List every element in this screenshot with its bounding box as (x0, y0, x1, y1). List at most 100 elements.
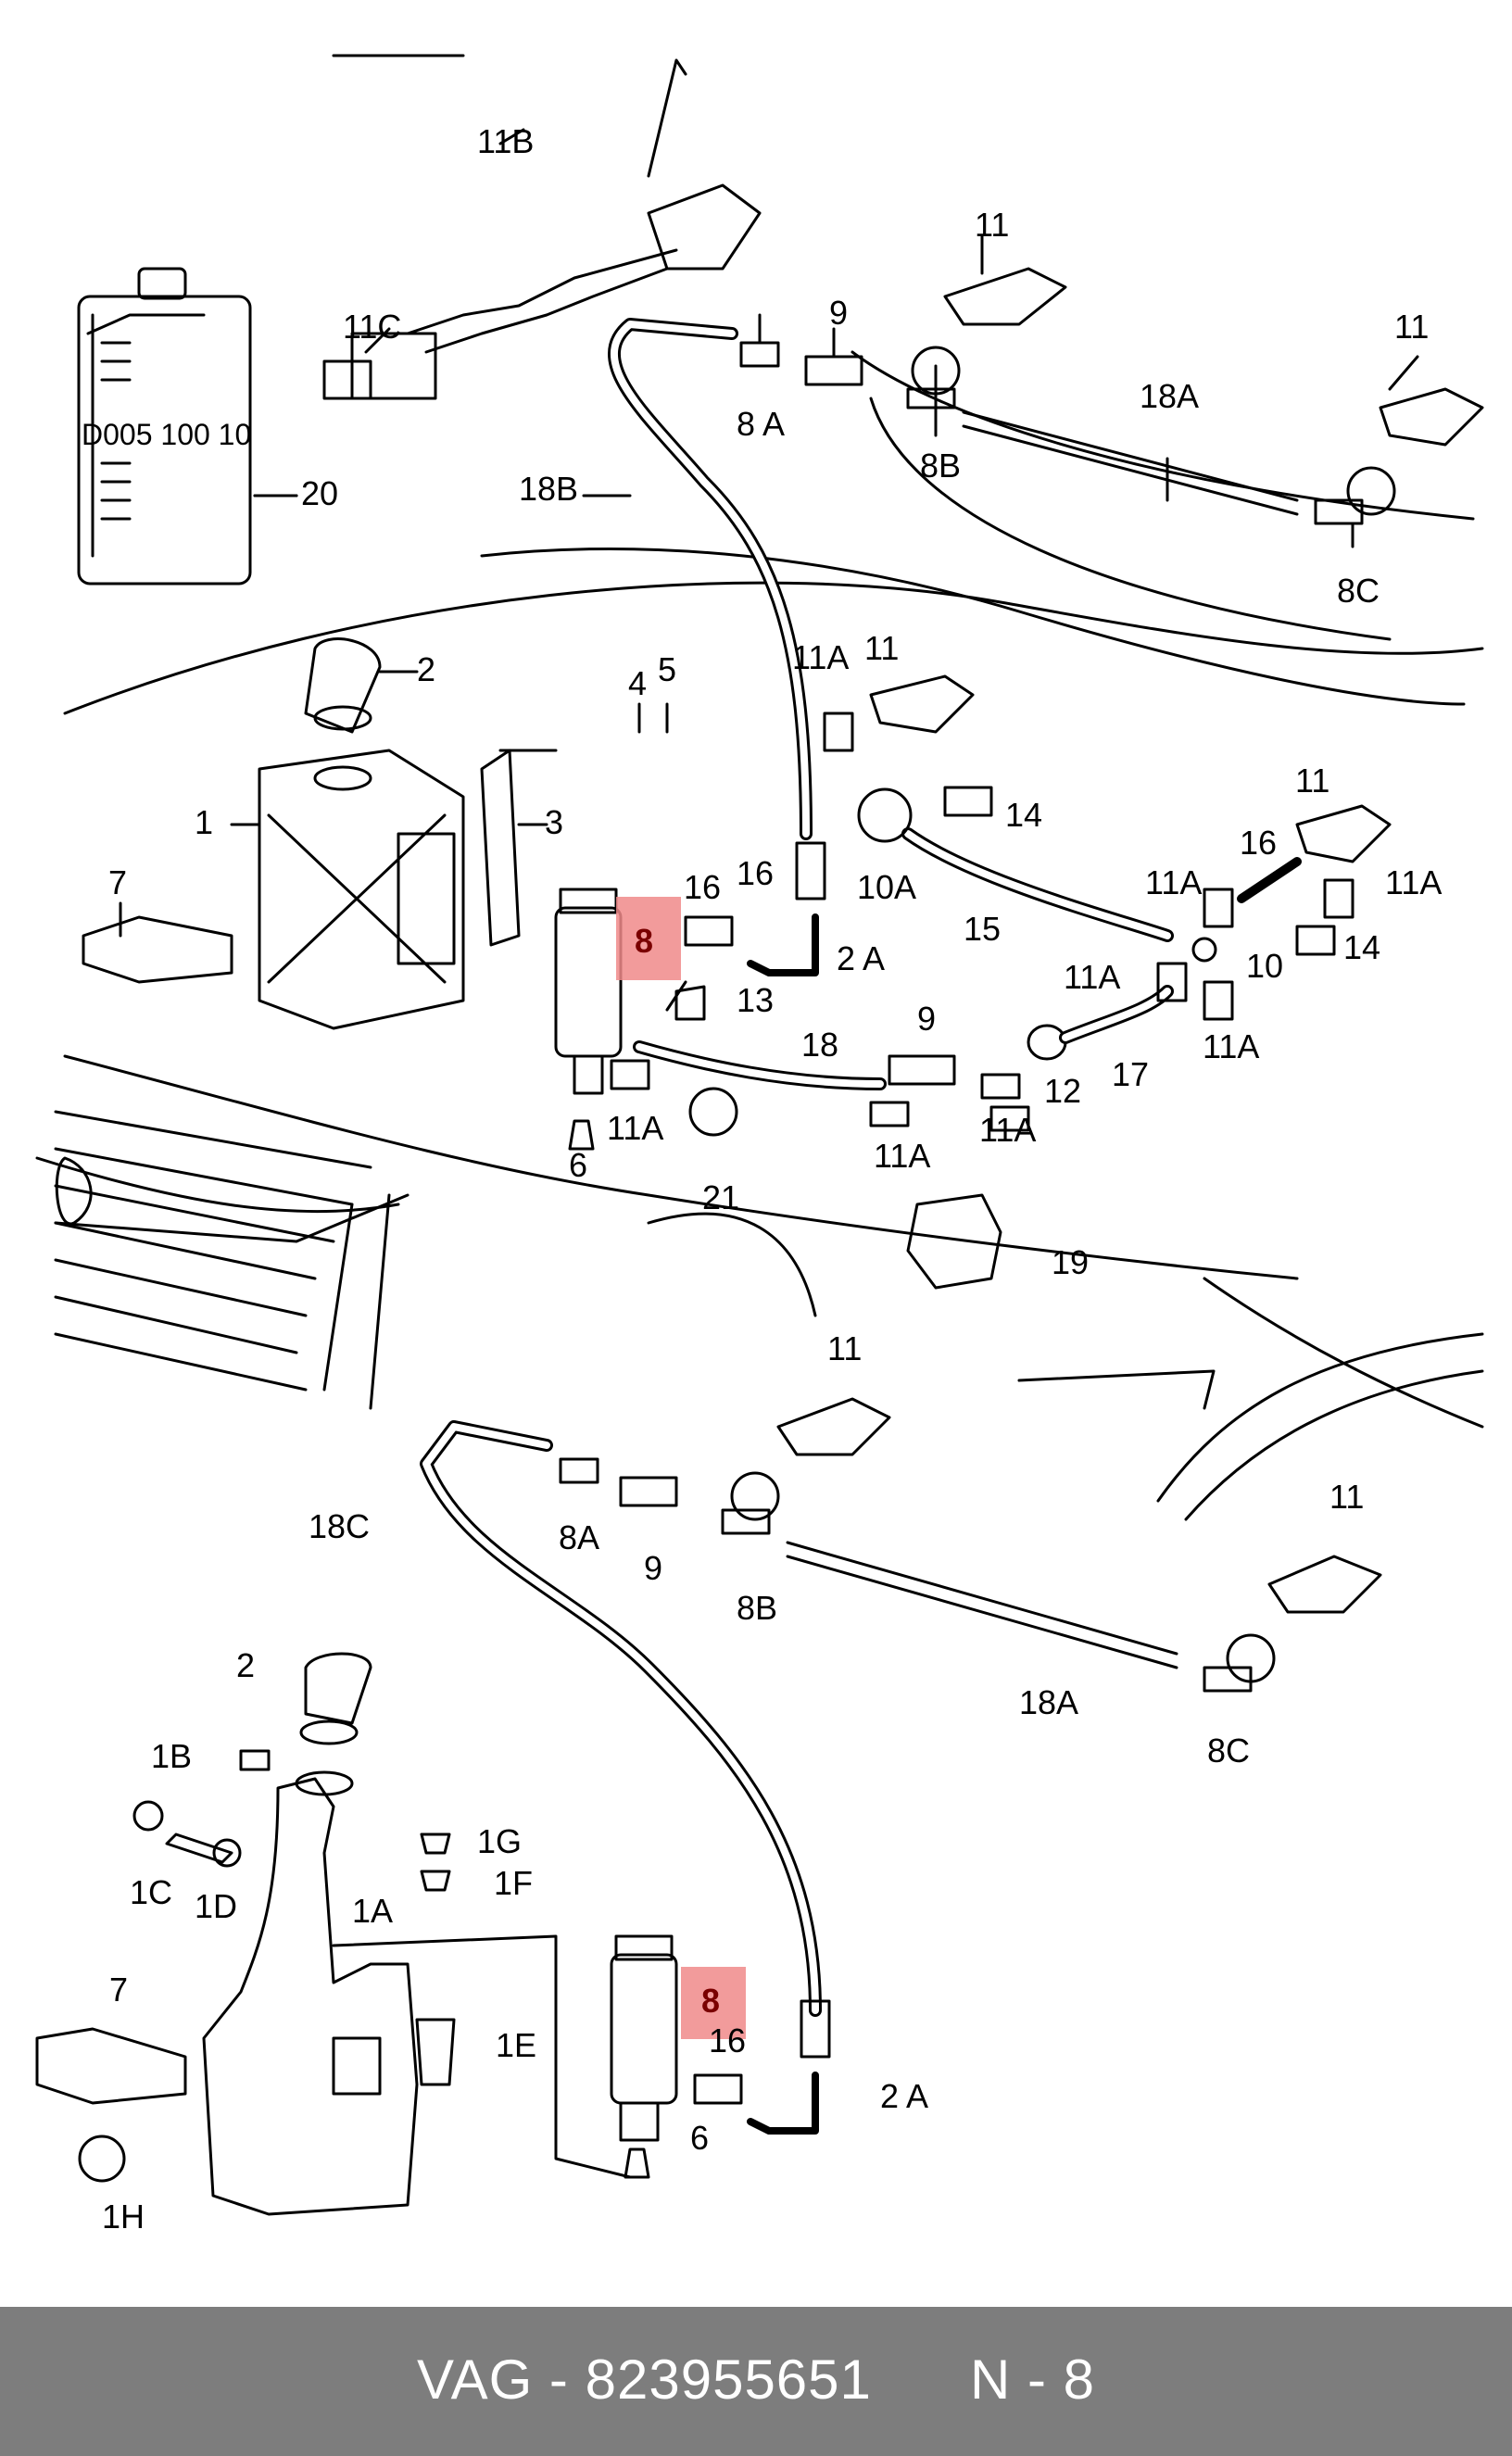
nozzle-11-top2 (1379, 387, 1484, 447)
label-9-mid: 9 (917, 1000, 936, 1038)
connector-8A-top (739, 341, 780, 368)
parts-diagram: 11B 11C 20 D005 100 10 9 8 A 8B 11 11 18… (35, 54, 1484, 2236)
label-18A-top: 18A (1140, 377, 1199, 415)
check-valve-10A (857, 787, 913, 843)
nozzle-11B (647, 183, 762, 271)
label-11-b2: 11 (1329, 1478, 1364, 1516)
label-18A-b: 18A (1019, 1683, 1078, 1721)
label-11A-a: 11A (792, 638, 849, 676)
label-11A-r4: 11A (1203, 1027, 1259, 1065)
nozzle-11-mid (869, 674, 975, 734)
body-curve-mid (647, 1212, 817, 1317)
label-16-r: 16 (1240, 824, 1277, 862)
brand: VAG (417, 2349, 534, 2411)
holder-19 (906, 1193, 1002, 1290)
label-19: 19 (1052, 1243, 1089, 1281)
hose-18C (420, 1420, 822, 2017)
nozzle-11-r (1295, 804, 1392, 863)
bumper-line (35, 1156, 400, 1214)
label-15: 15 (964, 910, 1001, 948)
label-14-r: 14 (1343, 928, 1380, 966)
grommet-1F (420, 1870, 451, 1892)
label-1H: 1H (102, 2198, 145, 2236)
bracket-3 (480, 749, 521, 947)
label-3: 3 (545, 803, 563, 841)
label-2-b: 2 (236, 1646, 255, 1684)
label-4: 4 (628, 664, 647, 702)
part-number: 823955651 (585, 2349, 872, 2411)
jet-8C-top (1346, 466, 1396, 516)
label-18: 18 (801, 1026, 838, 1064)
label-8A-top: 8 A (737, 405, 785, 443)
label-6-top: 6 (569, 1146, 587, 1184)
hood-outline (63, 581, 1484, 715)
clip-1B (239, 1749, 271, 1771)
label-1E: 1E (496, 2026, 536, 2064)
valve-9-top (804, 355, 863, 386)
connector-11C (350, 332, 437, 400)
label-18B: 18B (519, 470, 578, 508)
wheel-arch-2 (1184, 1369, 1484, 1521)
label-8C-b: 8C (1207, 1732, 1250, 1770)
clip-14-r (1295, 925, 1336, 956)
lower-body (1017, 1369, 1216, 1410)
label-1B: 1B (151, 1737, 192, 1775)
label-11A-b: 11A (607, 1109, 663, 1147)
fluid-bottle (77, 295, 252, 586)
label-11A-r1: 11A (1145, 863, 1202, 901)
label-11A-r2: 11A (1385, 863, 1442, 901)
jet-8B-b (730, 1471, 780, 1521)
label-9-top: 9 (829, 294, 848, 332)
highlight-8-bottom (681, 1967, 746, 2039)
hose-18B (607, 318, 813, 840)
label-13: 13 (737, 981, 774, 1019)
label-11A-c: 11A (874, 1137, 930, 1175)
label-2A-bottom: 2 A (880, 2077, 928, 2115)
windshield-line-2 (869, 397, 1392, 641)
plug-1H (78, 2135, 126, 2183)
position-ref: N - 8 (969, 2349, 1095, 2411)
screw-1D (165, 1833, 233, 1864)
label-8B-top: 8B (920, 447, 961, 485)
label-6-bottom: 6 (690, 2119, 709, 2157)
hose-18A-b (786, 1541, 1178, 1669)
label-10: 10 (1246, 947, 1283, 985)
label-18C: 18C (309, 1507, 370, 1545)
label-11A-r3: 11A (1064, 958, 1120, 996)
label-12: 12 (1044, 1072, 1081, 1110)
grommet-1G (420, 1833, 451, 1855)
sensor-7-top (82, 915, 233, 984)
label-11-mid: 11 (864, 629, 899, 667)
label-1A: 1A (352, 1892, 393, 1930)
label-10A: 10A (857, 868, 916, 906)
label-8-top: 8 (635, 922, 653, 960)
label-11C: 11C (343, 308, 401, 346)
cap-2-b (304, 1652, 372, 1725)
label-14-a: 14 (1005, 796, 1042, 834)
label-11-top1: 11 (975, 206, 1009, 244)
label-1G: 1G (477, 1822, 522, 1860)
label-17: 17 (1112, 1055, 1149, 1093)
label-11-top2: 11 (1394, 308, 1429, 346)
grille (54, 1110, 372, 1392)
label-11B: 11B (477, 122, 534, 160)
label-7-top: 7 (108, 863, 127, 901)
reservoir-1 (258, 749, 465, 1030)
grille-edge (322, 1193, 391, 1410)
wheel-arch (1156, 1332, 1484, 1503)
label-5: 5 (658, 650, 676, 688)
label-1C: 1C (130, 1873, 172, 1911)
label-16-a: 16 (684, 868, 721, 906)
hose-18A-top (962, 410, 1299, 516)
label-20: 20 (301, 474, 338, 512)
label-16-b: 16 (737, 854, 774, 892)
clip-14-top (943, 786, 993, 817)
label-11-b1: 11 (827, 1329, 862, 1367)
washer-1C (132, 1800, 164, 1832)
label-1: 1 (195, 803, 213, 841)
footer-bar: VAG - 823955651 N - 8 (0, 2307, 1512, 2456)
label-11-r: 11 (1295, 762, 1329, 800)
label-8-bottom: 8 (701, 1982, 720, 2020)
label-8B-b: 8B (737, 1589, 777, 1627)
nozzle-11-top1 (943, 267, 1067, 326)
